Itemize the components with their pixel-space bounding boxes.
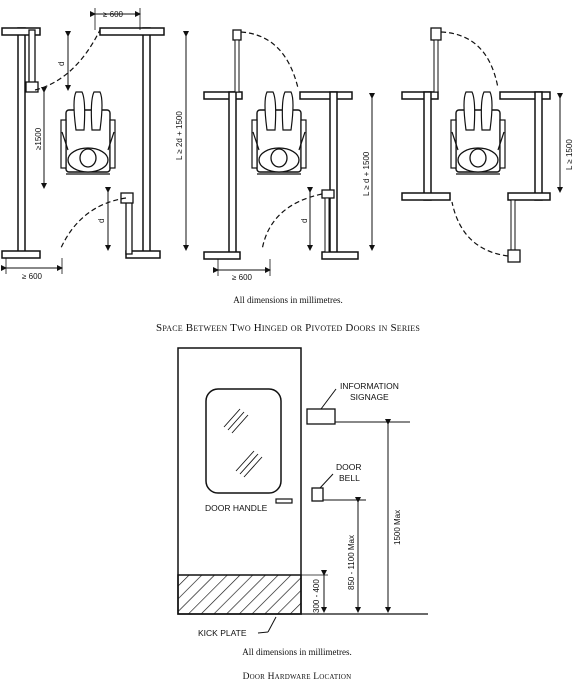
dim-d-bottom: d [97, 219, 106, 223]
diagram-two-doors-same-side: d L ≥ d + 1500 ≥ 600 [203, 29, 375, 282]
bottom-note: All dimensions in millimetres. [242, 647, 352, 657]
door-bell [311, 487, 324, 502]
wheelchair-user-icon [60, 91, 116, 175]
dim-ge600-top: ≥ 600 [103, 10, 124, 19]
dim-300-400: 300 - 400 [312, 579, 321, 613]
vision-panel [205, 388, 282, 494]
door-hardware-diagram: DOOR HANDLE KICK PLATE INFORMATION SIGNA… [177, 347, 428, 682]
dim-1500-max: 1500 Max [393, 510, 402, 545]
dim-ge600-bottom-left: ≥ 600 [22, 272, 43, 281]
dim-d-top: d [57, 62, 66, 66]
diagram-two-doors-opposite: ≥ 600 d ≥1500 d L ≥ 2d + 1500 ≥ 600 [1, 8, 189, 281]
dim-ge1500-left: ≥1500 [34, 127, 43, 150]
information-signage-label-1: INFORMATION [340, 381, 399, 391]
dim-ge600-bottom-mid: ≥ 600 [232, 273, 253, 282]
door-handle-label: DOOR HANDLE [205, 503, 268, 513]
top-diagrams: ≥ 600 d ≥1500 d L ≥ 2d + 1500 ≥ 600 [1, 8, 574, 334]
wall-right [142, 27, 151, 255]
diagram-doors-outward: L ≥ 1500 [401, 27, 574, 263]
kick-plate [177, 574, 302, 615]
wheelchair-user-icon-3 [450, 91, 506, 175]
dim-l-2d-1500: L ≥ 2d + 1500 [175, 111, 184, 160]
information-signage [306, 408, 336, 425]
bottom-caption: Door Hardware Location [243, 672, 352, 682]
door-bell-label-1: DOOR [336, 462, 362, 472]
information-signage-label-2: SIGNAGE [350, 392, 389, 402]
dim-850-1100: 850 - 1100 Max [347, 535, 356, 590]
wheelchair-user-icon-2 [251, 91, 307, 175]
dim-l-d-1500: L ≥ d + 1500 [362, 151, 371, 196]
wall-left [17, 27, 26, 255]
top-note: All dimensions in millimetres. [233, 295, 343, 305]
dim-l-1500: L ≥ 1500 [565, 139, 574, 170]
door-handle [275, 498, 293, 504]
kick-plate-label: KICK PLATE [198, 628, 247, 638]
door-bell-label-2: BELL [339, 473, 360, 483]
top-caption: Space Between Two Hinged or Pivoted Door… [156, 322, 420, 334]
dim-d-2: d [300, 219, 309, 223]
